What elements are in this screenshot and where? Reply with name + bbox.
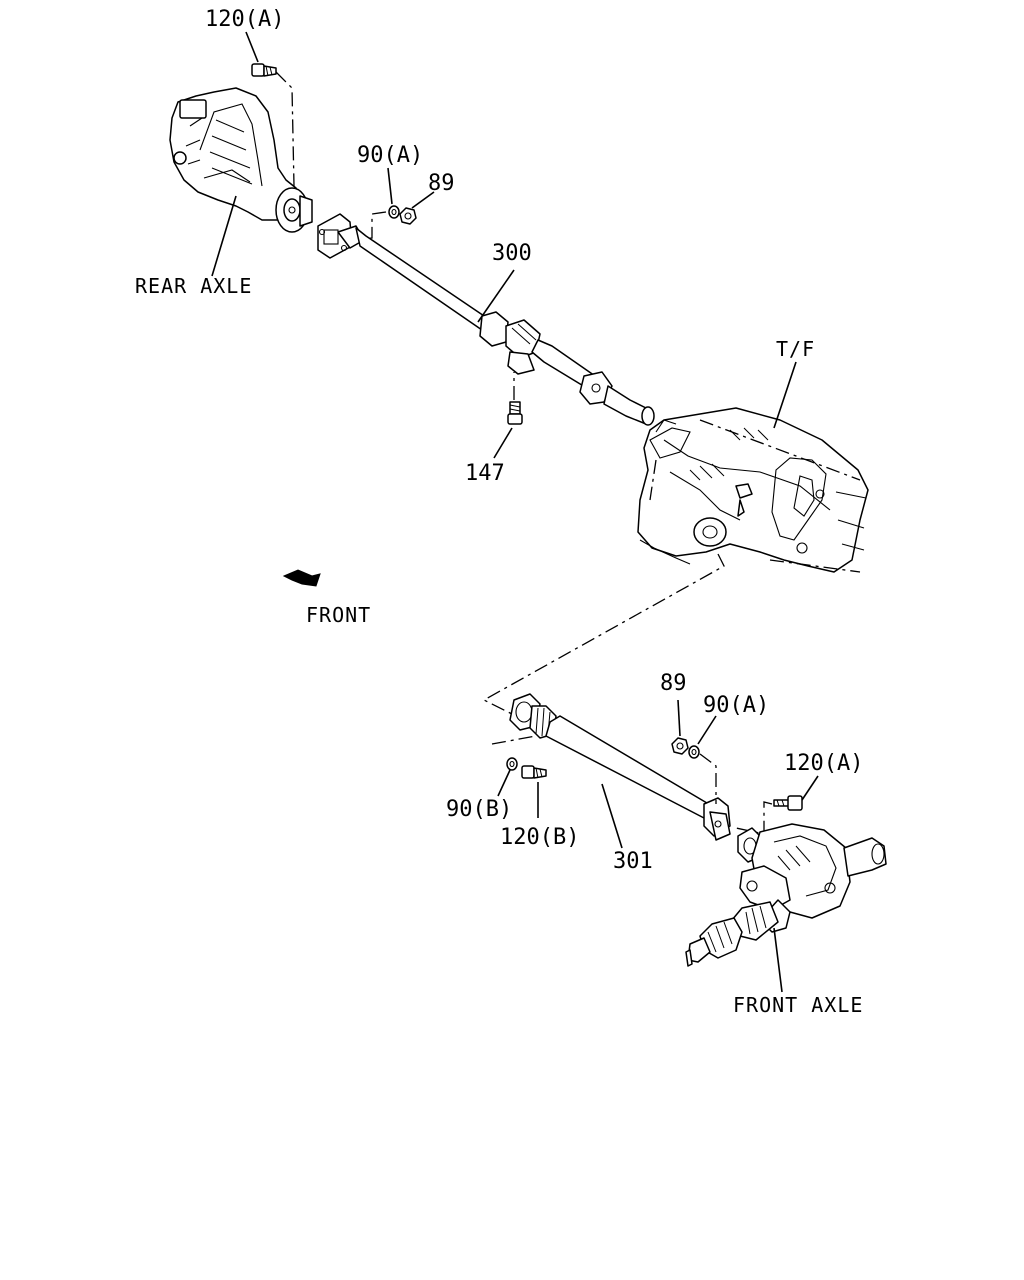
nut-89-top-label: 89 bbox=[428, 171, 455, 196]
bolt-147 bbox=[507, 401, 523, 425]
front-axle-housing bbox=[685, 823, 887, 967]
nut-89-top bbox=[399, 207, 417, 225]
bolt-120a-bottom-leader bbox=[801, 775, 819, 801]
front-axle-label: FRONT AXLE bbox=[733, 993, 863, 1017]
nut-89-bottom-label: 89 bbox=[660, 671, 687, 696]
transfer-label: T/F bbox=[776, 337, 815, 361]
nut-89-bottom-leader bbox=[677, 699, 681, 737]
bolt-120a-top-leader bbox=[245, 31, 259, 63]
front-axle-leader bbox=[773, 927, 783, 993]
bolt-147-leader bbox=[493, 427, 513, 459]
transfer-leader bbox=[773, 361, 797, 429]
front-arrow-icon bbox=[282, 569, 321, 587]
washer-90a-bottom-leader bbox=[697, 715, 717, 745]
front-direction-label: FRONT bbox=[306, 603, 371, 627]
bolt-120b-label: 120(B) bbox=[500, 825, 579, 850]
rear-axle-leader bbox=[211, 195, 237, 277]
washer-90b bbox=[506, 757, 518, 771]
propeller-shaft-front bbox=[509, 693, 731, 841]
shaft-301-label: 301 bbox=[613, 849, 653, 874]
transfer-to-front-shaft-guide bbox=[482, 553, 725, 719]
shaft-300-label: 300 bbox=[492, 241, 532, 266]
propeller-shaft-rear bbox=[317, 213, 655, 426]
nut-89-bottom bbox=[671, 737, 689, 755]
washer-90a-top-leader bbox=[387, 167, 393, 205]
transfer-case bbox=[637, 407, 869, 573]
bolt-120a-top-label: 120(A) bbox=[205, 7, 284, 32]
rear-axle-housing bbox=[169, 87, 313, 233]
washer-90a-bottom bbox=[688, 745, 700, 759]
washer-90a-top-label: 90(A) bbox=[357, 143, 423, 168]
washer-90b-leader bbox=[497, 769, 511, 797]
washer-90b-guide bbox=[491, 735, 537, 745]
washer-90b-label: 90(B) bbox=[446, 797, 512, 822]
bolt-120a-top-guide bbox=[275, 71, 295, 187]
washer-90a-top bbox=[388, 205, 400, 219]
bolt-120a-bottom-label: 120(A) bbox=[784, 751, 863, 776]
bolt-147-label: 147 bbox=[465, 461, 505, 486]
bolt-120a-top bbox=[251, 63, 277, 77]
rear-axle-label: REAR AXLE bbox=[135, 274, 252, 298]
nut-89-top-leader bbox=[411, 191, 435, 209]
shaft-300-leader bbox=[477, 269, 515, 323]
washer-90a-bottom-guide bbox=[699, 753, 717, 804]
bolt-120a-bottom bbox=[773, 795, 803, 811]
washer-90a-top-guide bbox=[345, 211, 387, 241]
bolt-120b bbox=[521, 765, 547, 779]
shaft-301-leader bbox=[601, 783, 623, 849]
washer-90a-bottom-label: 90(A) bbox=[703, 693, 769, 718]
